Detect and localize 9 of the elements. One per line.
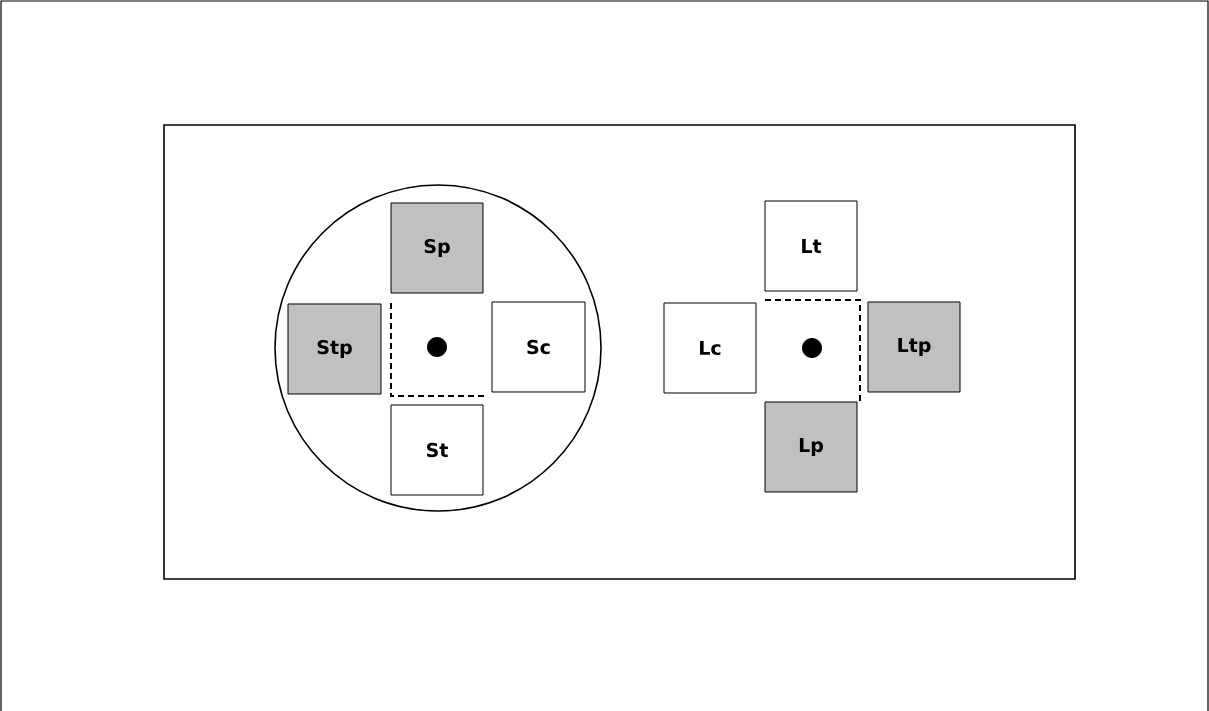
label-box: Ltp	[867, 301, 961, 393]
label-box: St	[390, 404, 484, 496]
label-box: Sc	[491, 301, 586, 393]
label-box: Lt	[764, 200, 858, 292]
label-box: Lc	[663, 302, 757, 394]
label-box: Stp	[287, 303, 382, 395]
label-box: Lp	[764, 401, 858, 493]
label-box: Sp	[390, 202, 484, 294]
circle	[274, 184, 602, 512]
